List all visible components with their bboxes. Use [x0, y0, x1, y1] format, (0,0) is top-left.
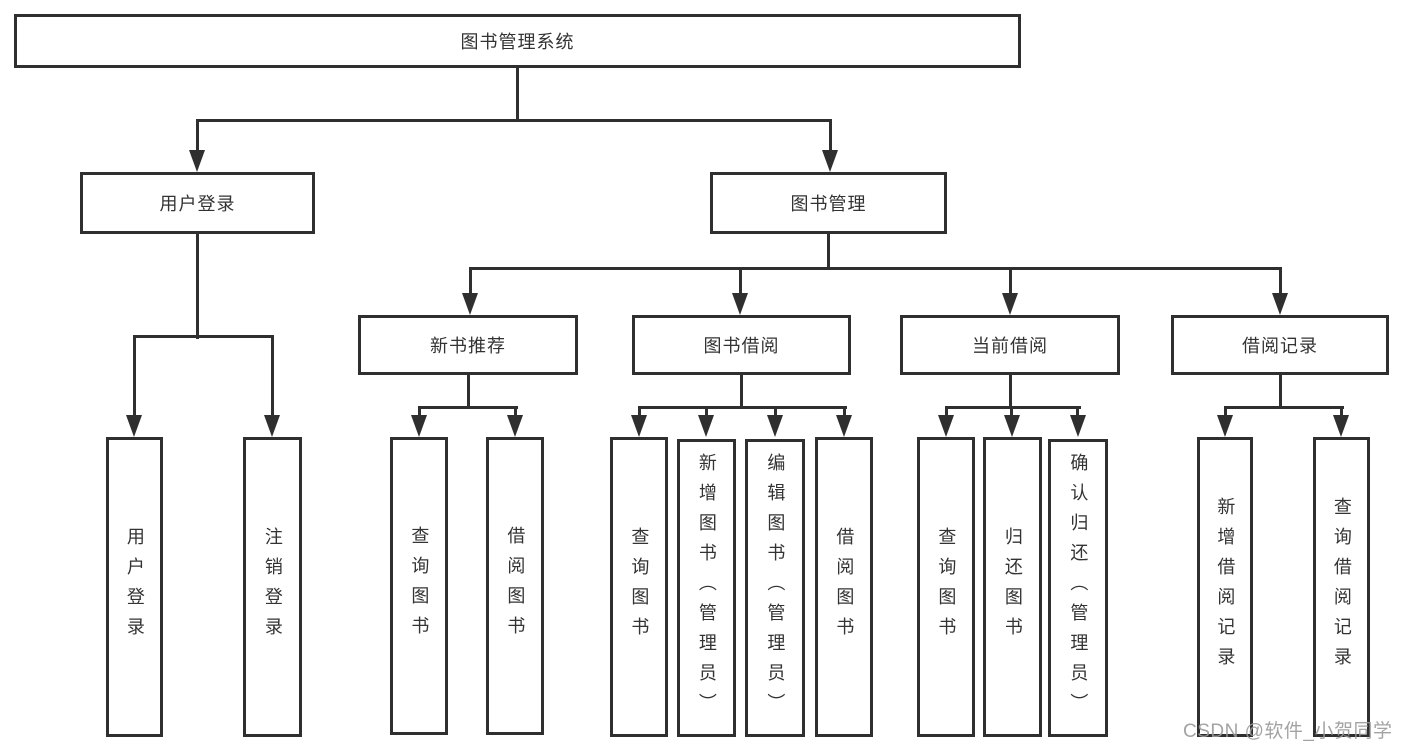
connector-line — [827, 234, 830, 270]
leaf-query-books-borrow: 查询图书 — [610, 437, 668, 737]
connector-line — [418, 406, 421, 417]
node-user-login-label: 用户登录 — [159, 194, 236, 214]
connector-line — [774, 406, 777, 417]
node-new-book-recommend: 新书推荐 — [358, 315, 578, 375]
leaf-add-book-admin-label: 新增图书（管理员） — [696, 453, 717, 723]
node-book-management: 图书管理 — [710, 172, 947, 234]
arrow-down-icon — [462, 293, 478, 315]
arrow-down-icon — [264, 415, 280, 437]
leaf-query-books-current: 查询图书 — [917, 437, 975, 737]
arrow-down-icon — [1217, 415, 1233, 437]
connector-line — [1010, 406, 1013, 417]
connector-line — [1279, 267, 1282, 295]
connector-line — [740, 375, 743, 409]
connector-line — [1340, 406, 1343, 417]
arrow-down-icon — [1333, 415, 1349, 437]
connector-line — [469, 267, 1282, 270]
leaf-add-borrow-record-label: 新增借阅记录 — [1215, 497, 1236, 677]
connector-line — [638, 406, 641, 417]
connector-line — [271, 335, 274, 417]
node-book-borrow: 图书借阅 — [632, 315, 851, 375]
arrow-down-icon — [698, 415, 714, 437]
leaf-borrow-books-label: 借阅图书 — [834, 527, 855, 647]
connector-line — [467, 375, 470, 409]
connector-line — [1224, 406, 1227, 417]
connector-line — [418, 406, 518, 409]
connector-line — [516, 68, 519, 120]
leaf-add-book-admin: 新增图书（管理员） — [677, 439, 736, 737]
leaf-return-book-label: 归还图书 — [1002, 527, 1023, 647]
arrow-down-icon — [1272, 293, 1288, 315]
leaf-add-borrow-record: 新增借阅记录 — [1197, 437, 1253, 737]
leaf-confirm-return-admin: 确认归还（管理员） — [1048, 439, 1108, 737]
connector-line — [843, 406, 846, 417]
leaf-return-book: 归还图书 — [983, 437, 1042, 737]
leaf-borrow-books-recommend-label: 借阅图书 — [505, 526, 526, 646]
node-current-borrow-label: 当前借阅 — [972, 336, 1048, 356]
arrow-down-icon — [1002, 293, 1018, 315]
connector-line — [705, 406, 708, 417]
leaf-query-borrow-record: 查询借阅记录 — [1313, 437, 1370, 737]
node-library-system: 图书管理系统 — [14, 14, 1021, 68]
leaf-logout: 注销登录 — [243, 437, 302, 737]
connector-line — [945, 406, 948, 417]
arrow-down-icon — [767, 415, 783, 437]
connector-line — [945, 406, 1081, 409]
leaf-logout-label: 注销登录 — [262, 527, 283, 647]
node-book-borrow-label: 图书借阅 — [703, 336, 780, 356]
node-borrow-records: 借阅记录 — [1171, 315, 1389, 375]
connector-line — [1009, 267, 1012, 295]
connector-line — [196, 119, 832, 122]
watermark: CSDN @软件_小贺同学 — [1183, 721, 1393, 742]
arrow-down-icon — [732, 293, 748, 315]
connector-line — [196, 119, 199, 152]
leaf-query-books-borrow-label: 查询图书 — [629, 527, 650, 647]
arrow-down-icon — [836, 415, 852, 437]
leaf-query-borrow-record-label: 查询借阅记录 — [1331, 497, 1352, 677]
arrow-down-icon — [126, 415, 142, 437]
arrow-down-icon — [189, 150, 205, 172]
leaf-query-books-recommend: 查询图书 — [390, 437, 448, 735]
node-user-login: 用户登录 — [80, 172, 315, 234]
arrow-down-icon — [938, 415, 954, 437]
connector-line — [514, 406, 517, 417]
leaf-edit-book-admin-label: 编辑图书（管理员） — [765, 453, 786, 723]
connector-line — [638, 406, 847, 409]
arrow-down-icon — [1004, 415, 1020, 437]
arrow-down-icon — [631, 415, 647, 437]
connector-line — [829, 119, 832, 152]
node-library-system-label: 图书管理系统 — [460, 32, 575, 52]
leaf-user-login-label: 用户登录 — [124, 527, 145, 647]
connector-line — [739, 267, 742, 295]
leaf-confirm-return-admin-label: 确认归还（管理员） — [1068, 453, 1089, 723]
node-borrow-records-label: 借阅记录 — [1242, 336, 1318, 356]
node-new-book-recommend-label: 新书推荐 — [430, 336, 506, 356]
leaf-query-books-current-label: 查询图书 — [936, 527, 957, 647]
leaf-query-books-recommend-label: 查询图书 — [409, 526, 430, 646]
leaf-borrow-books-recommend: 借阅图书 — [486, 437, 544, 735]
connector-line — [133, 335, 274, 338]
arrow-down-icon — [1070, 415, 1086, 437]
arrow-down-icon — [411, 415, 427, 437]
connector-line — [133, 335, 136, 417]
leaf-user-login: 用户登录 — [106, 437, 163, 737]
connector-line — [469, 267, 472, 295]
connector-line — [196, 234, 199, 339]
leaf-borrow-books: 借阅图书 — [815, 437, 873, 737]
connector-line — [1009, 375, 1012, 409]
connector-line — [1076, 406, 1079, 417]
node-book-management-label: 图书管理 — [790, 194, 867, 214]
leaf-edit-book-admin: 编辑图书（管理员） — [745, 439, 805, 737]
connector-line — [1224, 406, 1344, 409]
arrow-down-icon — [822, 150, 838, 172]
node-current-borrow: 当前借阅 — [900, 315, 1120, 375]
connector-line — [1279, 375, 1282, 409]
arrow-down-icon — [507, 415, 523, 437]
